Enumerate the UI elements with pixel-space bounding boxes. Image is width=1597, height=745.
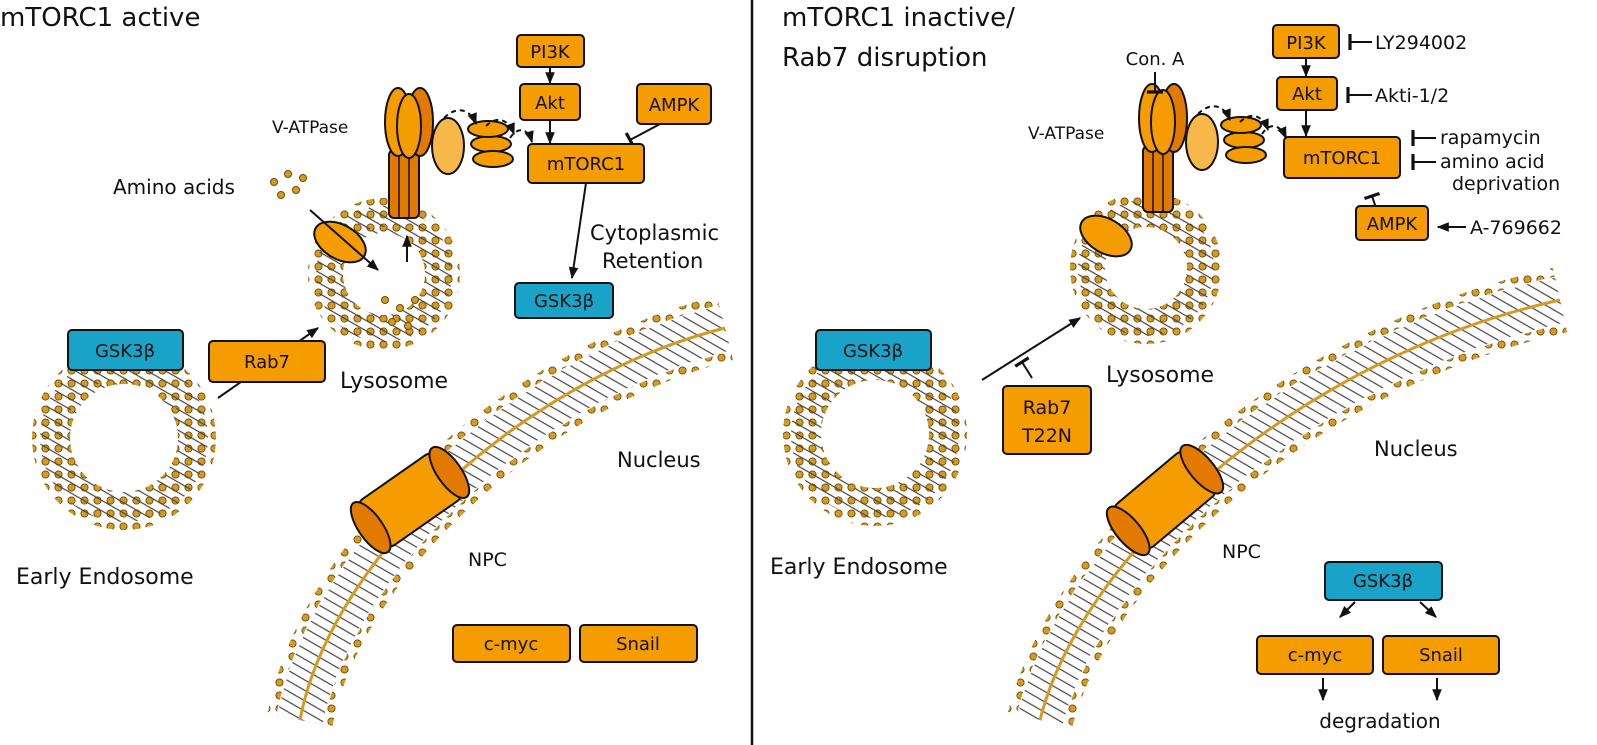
right-early-endosome-membrane [783,342,967,526]
left-nucleus-label: Nucleus [617,448,701,472]
right-akti-label: Akti-1/2 [1375,85,1449,107]
right-dashed-arrow-1 [1197,105,1231,122]
left-mtorc1-box [527,143,645,184]
left-gsk-endo-label: GSK3β [95,341,155,362]
left-amino-acid-transporter [313,220,367,264]
right-gsk-snail-arrow [1419,601,1437,618]
left-dashed-arrow-2 [485,118,515,136]
left-pi3k-label: PI3K [530,42,571,63]
left-snail-box [579,624,698,663]
left-ampk-inhibit [624,123,661,148]
left-mtorc1-gsk-arrow [568,182,587,280]
right-gsk-nuc-box [1324,561,1443,601]
right-cmyc-box [1256,635,1374,675]
left-title: mTORC1 active [0,3,200,33]
left-early-endosome-membrane [32,346,216,530]
left-rab7-box [208,340,326,383]
right-amino-acid-label: amino acid [1440,151,1545,173]
right-gsk-endo-box [815,329,932,371]
right-rapamycin-label: rapamycin [1440,127,1541,149]
right-cmyc-label: c-myc [1288,645,1342,666]
right-degradation-label: degradation [1319,709,1440,733]
right-gsk-nuc-label: GSK3β [1353,571,1413,592]
left-amino-acids-label: Amino acids [113,175,235,199]
right-vatpase-label: V-ATPase [1028,124,1104,144]
left-rab7-label: Rab7 [244,352,290,373]
left-vatpase [384,87,514,219]
left-cmyc-box [452,624,571,663]
right-early-endosome-label: Early Endosome [770,555,948,580]
right-gsk-cmyc-arrow [1339,601,1356,618]
right-mtorc1-label: mTORC1 [1303,148,1381,169]
left-cytoplasmic-label: Cytoplasmic [590,221,719,245]
right-rab7-inhibit [1014,356,1033,379]
right-rab7-label-2: T22N [1021,425,1072,447]
right-a769662-label: A-769662 [1470,217,1562,239]
right-nucleus-label: Nucleus [1374,437,1458,461]
left-gsk-cyto-label: GSK3β [534,291,594,312]
left-pi3k-box [516,34,585,68]
right-npc-label: NPC [1222,541,1261,563]
left-ampk-box [636,83,712,125]
right-mtorc1-box [1283,136,1401,179]
right-vatpase [1138,83,1267,213]
right-pi3k-box [1272,24,1340,59]
left-cmyc-label: c-myc [484,634,538,655]
right-snail-box [1382,635,1500,675]
left-gsk-cyto-box [514,282,614,319]
right-rab7-label-1: Rab7 [1023,397,1072,419]
left-npc-pore [349,445,471,555]
right-akt-box [1276,76,1338,111]
right-deprivation-label: deprivation [1452,173,1560,195]
right-lysosome-label: Lysosome [1106,363,1214,388]
left-dashed-arrow-1 [443,109,477,126]
left-transport-arrow [309,209,379,271]
left-akt-box [519,83,581,121]
left-ampk-label: AMPK [649,95,701,116]
right-ampk-label: AMPK [1367,214,1419,235]
left-snail-label: Snail [616,634,660,655]
left-akt-label: Akt [535,93,565,114]
left-early-endosome-label: Early Endosome [16,565,194,590]
right-title-line1: mTORC1 inactive/ [782,3,1015,33]
right-lysosome-membrane [1070,192,1222,344]
right-title-line2: Rab7 disruption [782,43,988,73]
left-mtorc1-label: mTORC1 [547,154,625,175]
left-dashed-arrow-3 [509,129,534,144]
right-pi3k-label: PI3K [1286,33,1327,54]
right-ampk-box [1355,205,1429,241]
right-cona-label: Con. A [1126,49,1185,70]
left-gsk-endo-box [67,329,184,371]
right-rab7-box [1002,385,1092,455]
right-gsk-endo-label: GSK3β [843,341,903,362]
left-retention-label: Retention [602,249,703,273]
right-akt-label: Akt [1292,84,1322,105]
right-ly-label: LY294002 [1375,32,1467,54]
right-snail-label: Snail [1419,645,1463,666]
right-dashed-arrow-3 [1261,125,1287,140]
right-dashed-arrow-2 [1239,114,1269,132]
right-npc-pore [1105,443,1225,557]
left-vatpase-label: V-ATPase [272,118,348,138]
left-lysosome-label: Lysosome [340,369,448,394]
right-endosome-arrow [981,317,1082,381]
left-npc-label: NPC [468,549,507,571]
left-amino-acid-dots [270,170,419,330]
right-transporter [1079,214,1133,258]
